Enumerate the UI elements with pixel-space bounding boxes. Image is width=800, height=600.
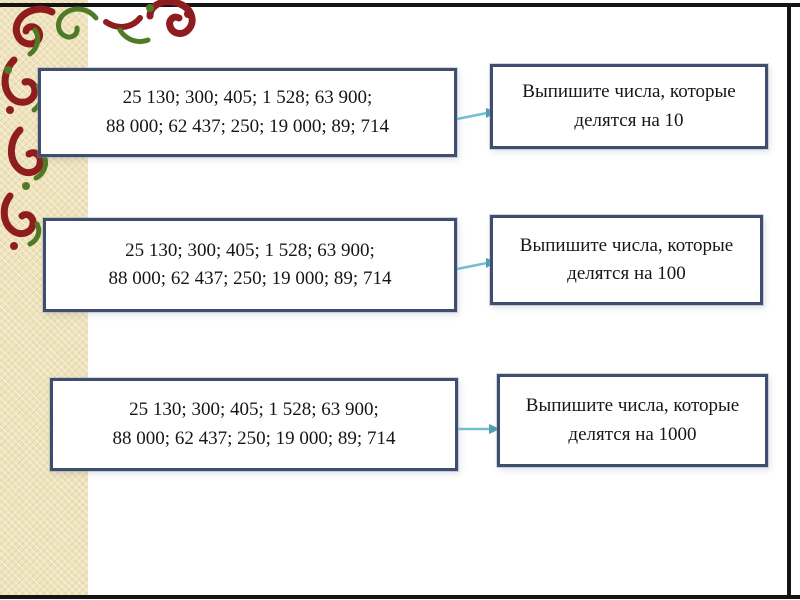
- task-box-2-line2: делятся на 100: [567, 263, 686, 284]
- numbers-box-3-line1: 25 130; 300; 405; 1 528; 63 900;: [129, 399, 379, 420]
- numbers-box-1-line2: 88 000; 62 437; 250; 19 000; 89; 714: [106, 115, 389, 137]
- numbers-box-1-line1: 25 130; 300; 405; 1 528; 63 900;: [122, 87, 373, 108]
- numbers-box-2-line1: 25 130; 300; 405; 1 528; 63 900;: [125, 239, 375, 261]
- top-border-line: [0, 3, 800, 7]
- task-box-1: Выпишите числа, которые делятся на 10: [490, 64, 768, 149]
- numbers-box-3-line2: 88 000; 62 437; 250; 19 000; 89; 714: [112, 427, 396, 449]
- task-box-3-line2: делятся на 1000: [568, 423, 697, 445]
- task-box-1-line1: Выпишите числа, которые: [522, 81, 736, 102]
- numbers-box-3: 25 130; 300; 405; 1 528; 63 900; 88 000;…: [50, 378, 458, 471]
- floral-corner-ornament-left: [0, 0, 196, 250]
- task-box-3: Выпишите числа, которые делятся на 1000: [497, 374, 768, 467]
- numbers-box-2: 25 130; 300; 405; 1 528; 63 900; 88 000;…: [43, 218, 457, 312]
- bottom-border-line: [0, 595, 800, 599]
- numbers-box-2-line2: 88 000; 62 437; 250; 19 000; 89; 714: [108, 268, 392, 289]
- numbers-box-1: 25 130; 300; 405; 1 528; 63 900; 88 000;…: [38, 68, 457, 157]
- task-box-2: Выпишите числа, которые делятся на 100: [490, 215, 763, 305]
- task-box-1-line2: делятся на 10: [574, 109, 684, 131]
- connector-arrow-3: [458, 424, 500, 434]
- task-box-2-line1: Выпишите числа, которые: [519, 234, 734, 256]
- task-box-3-line1: Выпишите числа, которые: [525, 395, 740, 416]
- right-border-line: [787, 3, 791, 599]
